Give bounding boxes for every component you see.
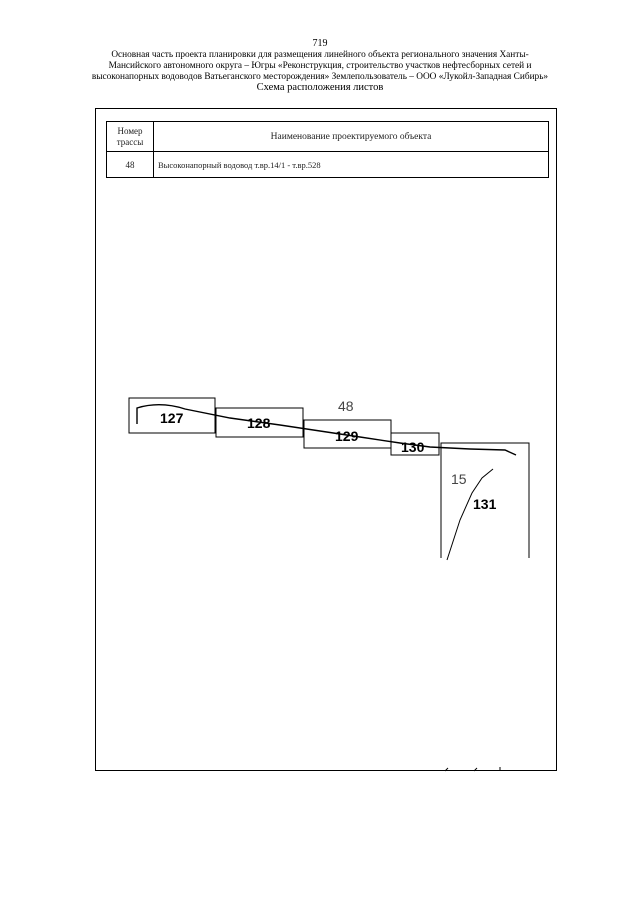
header-cell-name: Наименование проектируемого объекта <box>153 121 549 152</box>
header-line-2: Мансийского автономного округа – Югры «Р… <box>108 61 532 71</box>
drawing-frame <box>95 108 557 771</box>
header-line-1: Основная часть проекта планировки для ра… <box>111 50 529 60</box>
sheet-frame-130 <box>390 432 440 456</box>
route-label-15: 15 <box>451 471 467 487</box>
sheet-frame-131 <box>440 442 530 558</box>
object-table: Номер трассы Наименование проектируемого… <box>106 121 549 178</box>
sheet-label-131: 131 <box>473 496 497 512</box>
sheet-label-127: 127 <box>160 410 184 426</box>
route-48-line <box>136 404 517 456</box>
sheet-frame-128 <box>215 407 304 438</box>
cell-object-name: Высоконапорный водовод т.вр.14/1 - т.вр.… <box>153 151 549 178</box>
sheet-label-128: 128 <box>247 415 271 431</box>
table-header-row: Номер трассы Наименование проектируемого… <box>106 121 549 152</box>
page-number: 719 <box>312 38 328 49</box>
route-label-48: 48 <box>338 398 354 414</box>
sheet-label-129: 129 <box>335 428 359 444</box>
cell-route-number: 48 <box>106 151 154 178</box>
bottom-mark <box>473 767 478 772</box>
route-15-line <box>446 468 494 561</box>
scheme-title: Схема расположения листов <box>256 82 384 93</box>
table-row: 48 Высоконапорный водовод т.вр.14/1 - т.… <box>106 151 549 178</box>
sheet-label-130: 130 <box>401 439 425 455</box>
header-cell-number: Номер трассы <box>106 121 154 152</box>
header-line-3: высоконапорных водоводов Ватьеганского м… <box>91 72 549 82</box>
bottom-mark <box>444 767 449 772</box>
